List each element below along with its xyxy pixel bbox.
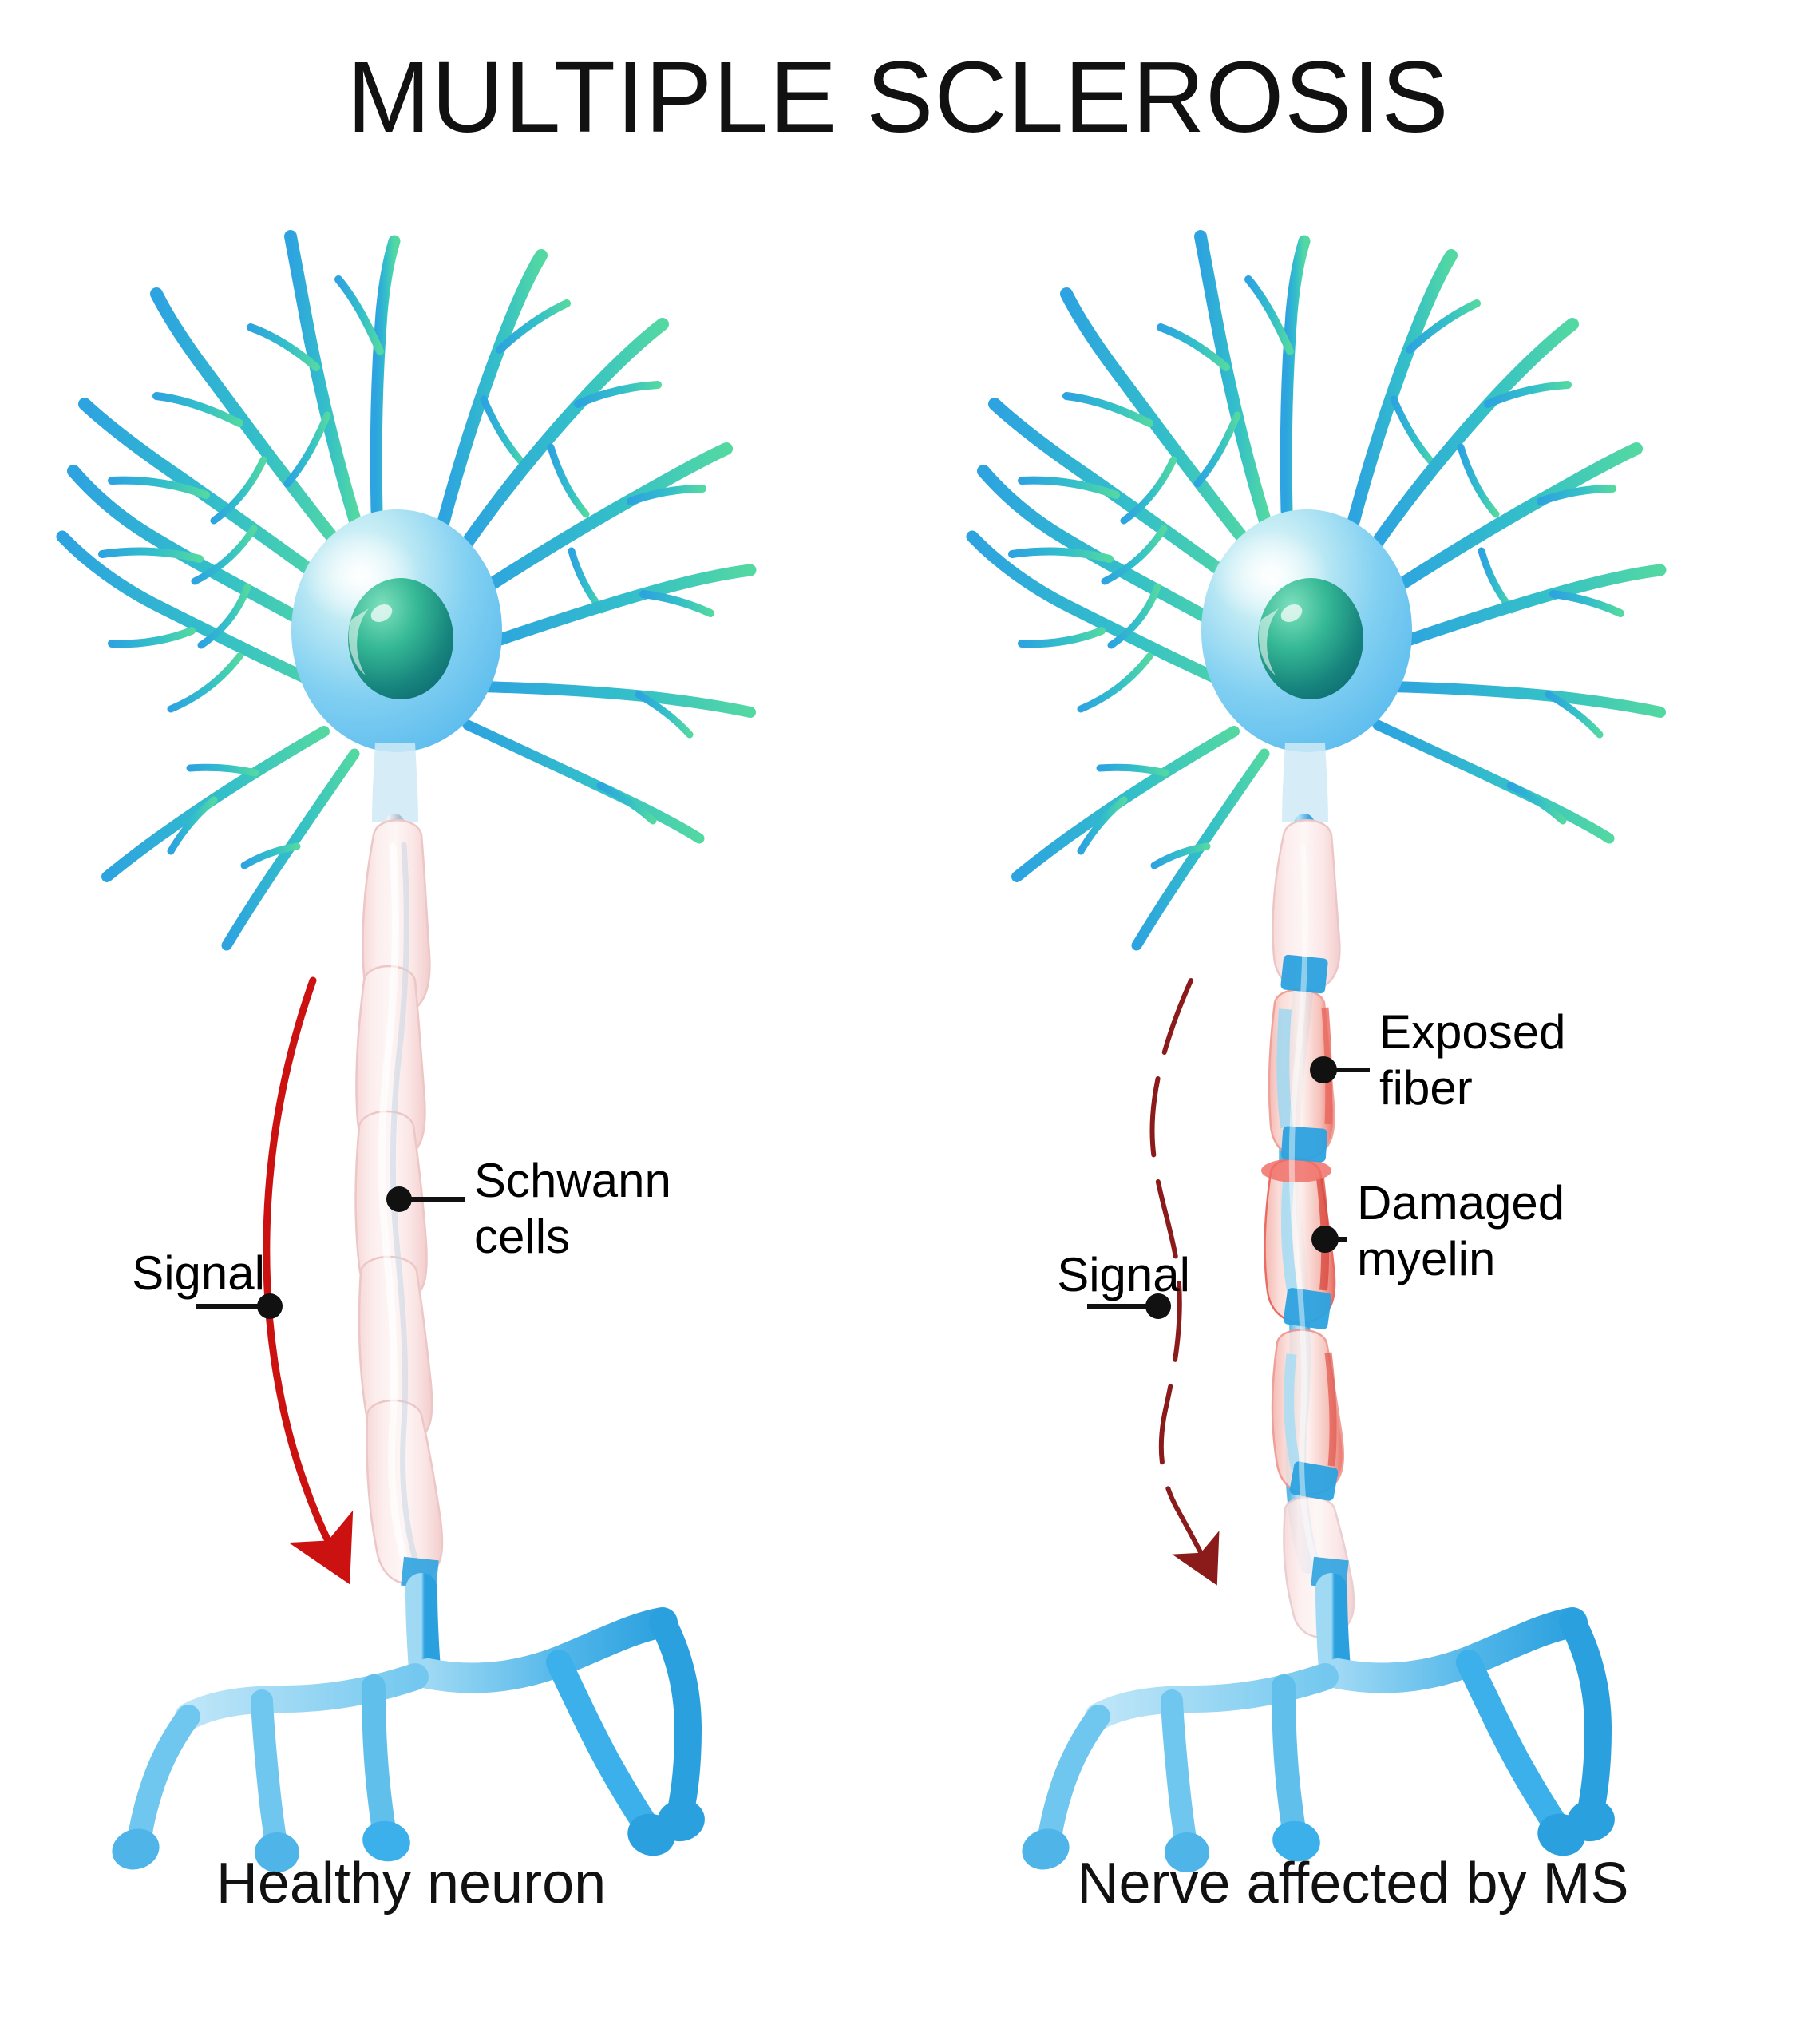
label-signal-ms: Signal bbox=[954, 1247, 1190, 1303]
exposed-fiber-nodes bbox=[1280, 954, 1339, 1501]
axon-hillock-ms bbox=[1282, 743, 1328, 822]
nucleus-healthy bbox=[348, 578, 453, 699]
signal-arrow-healthy bbox=[263, 976, 354, 1585]
dendrite-group-healthy bbox=[56, 230, 757, 951]
label-schwann-cells-line1: Schwann bbox=[474, 1154, 671, 1207]
label-damaged-myelin-line2: myelin bbox=[1357, 1231, 1496, 1285]
healthy-neuron-figure bbox=[56, 230, 757, 1872]
dendrite-group-ms bbox=[966, 230, 1667, 951]
page-title: MULTIPLE SCLEROSIS bbox=[346, 41, 1450, 153]
ms-neuron-figure bbox=[966, 230, 1667, 1872]
label-signal-healthy: Signal bbox=[29, 1246, 265, 1301]
soma-ms bbox=[1201, 509, 1412, 752]
label-schwann-cells-line2: cells bbox=[474, 1209, 571, 1263]
leader-exposed-fiber bbox=[1310, 1056, 1370, 1083]
axon-hillock-healthy bbox=[372, 743, 418, 822]
label-exposed-fiber-line2: fiber bbox=[1379, 1060, 1473, 1115]
nucleus-ms bbox=[1258, 578, 1363, 699]
soma-healthy bbox=[291, 509, 502, 752]
axon-terminals-ms bbox=[1037, 1573, 1612, 1856]
leader-signal-ms bbox=[1087, 1293, 1171, 1319]
signal-arrow-ms bbox=[1149, 978, 1220, 1586]
leader-damaged-myelin bbox=[1311, 1226, 1347, 1253]
label-exposed-fiber-line1: Exposed bbox=[1379, 1005, 1566, 1059]
leader-schwann-cells bbox=[386, 1186, 465, 1212]
terminal-boutons-ms bbox=[1022, 1799, 1615, 1872]
label-signal-healthy-text: Signal bbox=[132, 1246, 265, 1300]
terminal-boutons-healthy bbox=[112, 1799, 705, 1872]
caption-healthy-neuron: Healthy neuron bbox=[216, 1852, 607, 1915]
caption-nerve-affected-by-ms: Nerve affected by MS bbox=[1077, 1852, 1629, 1915]
axon-terminals-healthy bbox=[127, 1573, 702, 1856]
label-schwann-cells: Schwann cells bbox=[474, 1153, 671, 1264]
label-damaged-myelin: Damaged myelin bbox=[1357, 1175, 1565, 1286]
label-damaged-myelin-line1: Damaged bbox=[1357, 1176, 1565, 1230]
label-signal-ms-text: Signal bbox=[1057, 1248, 1190, 1301]
label-exposed-fiber: Exposed fiber bbox=[1379, 1004, 1566, 1115]
leader-signal-healthy bbox=[196, 1293, 283, 1319]
